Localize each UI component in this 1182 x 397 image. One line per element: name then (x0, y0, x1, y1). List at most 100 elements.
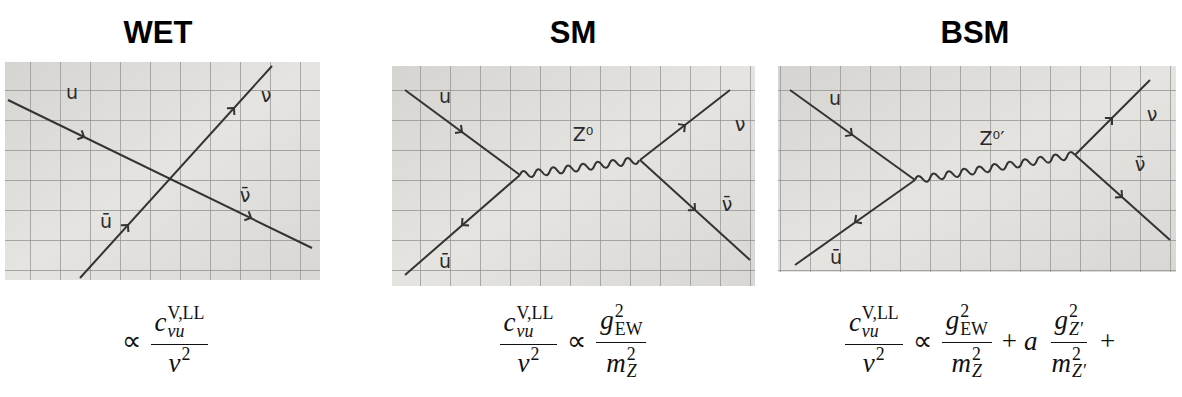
index-stack: 2EW (615, 303, 643, 339)
paper (392, 66, 755, 286)
particle-label: ū (100, 212, 112, 232)
particle-label: u (829, 89, 841, 109)
formula-term: + (1002, 326, 1017, 356)
fermion-arrow (688, 203, 698, 214)
column-heading: SM (550, 16, 597, 50)
fermion-arrow (845, 128, 855, 139)
operator: + (1100, 326, 1115, 357)
formula-term: g (600, 305, 614, 336)
grid (392, 66, 755, 286)
fermion-line (640, 90, 730, 160)
operator: ∝ (567, 326, 586, 357)
particle-label: ν̄ (722, 195, 733, 215)
index-stack: 2Z′ (1069, 303, 1083, 339)
index-stack: V,LLνu (862, 305, 899, 341)
bsm-photo (778, 66, 1176, 272)
formula-term: νu (517, 323, 554, 341)
fermion-line (8, 100, 312, 248)
formula-term: + (1100, 326, 1115, 356)
formula-term: Z (972, 363, 982, 381)
boson-wave (520, 157, 640, 179)
fermion-arrow (227, 105, 238, 115)
particle-label: u (66, 83, 78, 103)
superscript: 2 (182, 344, 191, 364)
fraction: cV,LLνuv2 (500, 305, 558, 379)
formula-term: Z (627, 363, 637, 381)
fermion-line (790, 90, 915, 180)
denominator: v2 (165, 345, 195, 379)
numerator: cV,LLνu (500, 305, 558, 345)
fermion-arrow (455, 125, 465, 136)
formula-term: v (517, 348, 529, 379)
fermion-line (1075, 80, 1150, 155)
paper (5, 62, 320, 280)
formula: cV,LLνuv2∝g2EWm2Z+ag2Z′m2Z′+ (842, 303, 1122, 381)
fraction: cV,LLνuv2 (151, 305, 209, 379)
operator: ∝ (913, 326, 932, 357)
fermion-arrow (852, 215, 862, 226)
column-heading: BSM (941, 16, 1010, 50)
paper (778, 66, 1176, 272)
formula-term: m (1052, 348, 1072, 379)
formula-term: ∝ (122, 326, 141, 356)
fermion-line (795, 180, 915, 265)
particle-label: Z⁰′ (980, 129, 1005, 149)
formula-term: 2 (960, 303, 988, 321)
formula-term: V,LL (168, 305, 205, 323)
numerator: g2Z′ (1051, 303, 1087, 343)
formula-term: m (952, 348, 972, 379)
operator: a (1024, 326, 1038, 357)
formula-term: EW (960, 321, 988, 339)
superscript: 2 (876, 344, 885, 364)
grid (5, 62, 320, 280)
particle-label: ν (261, 86, 272, 106)
fermion-arrow (77, 130, 86, 141)
formula-term: 2 (182, 344, 191, 364)
particle-label: ū (439, 252, 451, 272)
operator: ∝ (122, 326, 141, 357)
formula-term: m (606, 348, 626, 379)
formula-term: c (504, 307, 516, 338)
denominator: v2 (859, 345, 889, 379)
formula-term: 2 (972, 346, 982, 364)
formula-term: g (1055, 305, 1069, 336)
index-stack: V,LLνu (168, 305, 205, 341)
formula-term: 2 (1069, 303, 1083, 321)
fermion-arrow (244, 211, 253, 222)
particle-label: ν (735, 115, 746, 135)
boson-wave (914, 152, 1075, 184)
formula-term: 2 (530, 344, 539, 364)
formula-term: c (155, 307, 167, 338)
operator: + (1002, 326, 1017, 357)
grid (778, 66, 1176, 272)
formula-term: 2 (627, 346, 637, 364)
numerator: cV,LLνu (151, 305, 209, 345)
formula-term: g (946, 305, 960, 336)
formula-term: v (863, 348, 875, 379)
formula-term: νu (168, 323, 205, 341)
formula: ∝cV,LLνuv2 (115, 305, 212, 379)
fermion-line (405, 90, 520, 175)
fraction: g2EWm2Z (942, 303, 992, 381)
formula-term: 2 (1072, 346, 1086, 364)
fermion-line (405, 175, 520, 275)
wet-photo (5, 62, 320, 280)
formula-term: Z′ (1069, 321, 1083, 339)
formula-term: EW (615, 321, 643, 339)
index-stack: 2Z (972, 346, 982, 382)
index-stack: 2EW (960, 303, 988, 339)
particle-label: ν̄ (1135, 155, 1146, 175)
fraction: cV,LLνu v2 (845, 305, 903, 379)
column-heading: WET (124, 16, 193, 50)
fermion-arrow (1105, 114, 1116, 125)
sm-photo (392, 66, 755, 286)
particle-label: u (439, 87, 451, 107)
formula: cV,LLνuv2∝g2EWm2Z (497, 303, 650, 381)
formula-term: c (849, 307, 861, 338)
fermion-arrow (1115, 190, 1125, 201)
fermion-line (640, 160, 750, 260)
formula-term: v (169, 348, 181, 379)
particle-label: ū (830, 248, 842, 268)
numerator: g2EW (596, 303, 646, 343)
